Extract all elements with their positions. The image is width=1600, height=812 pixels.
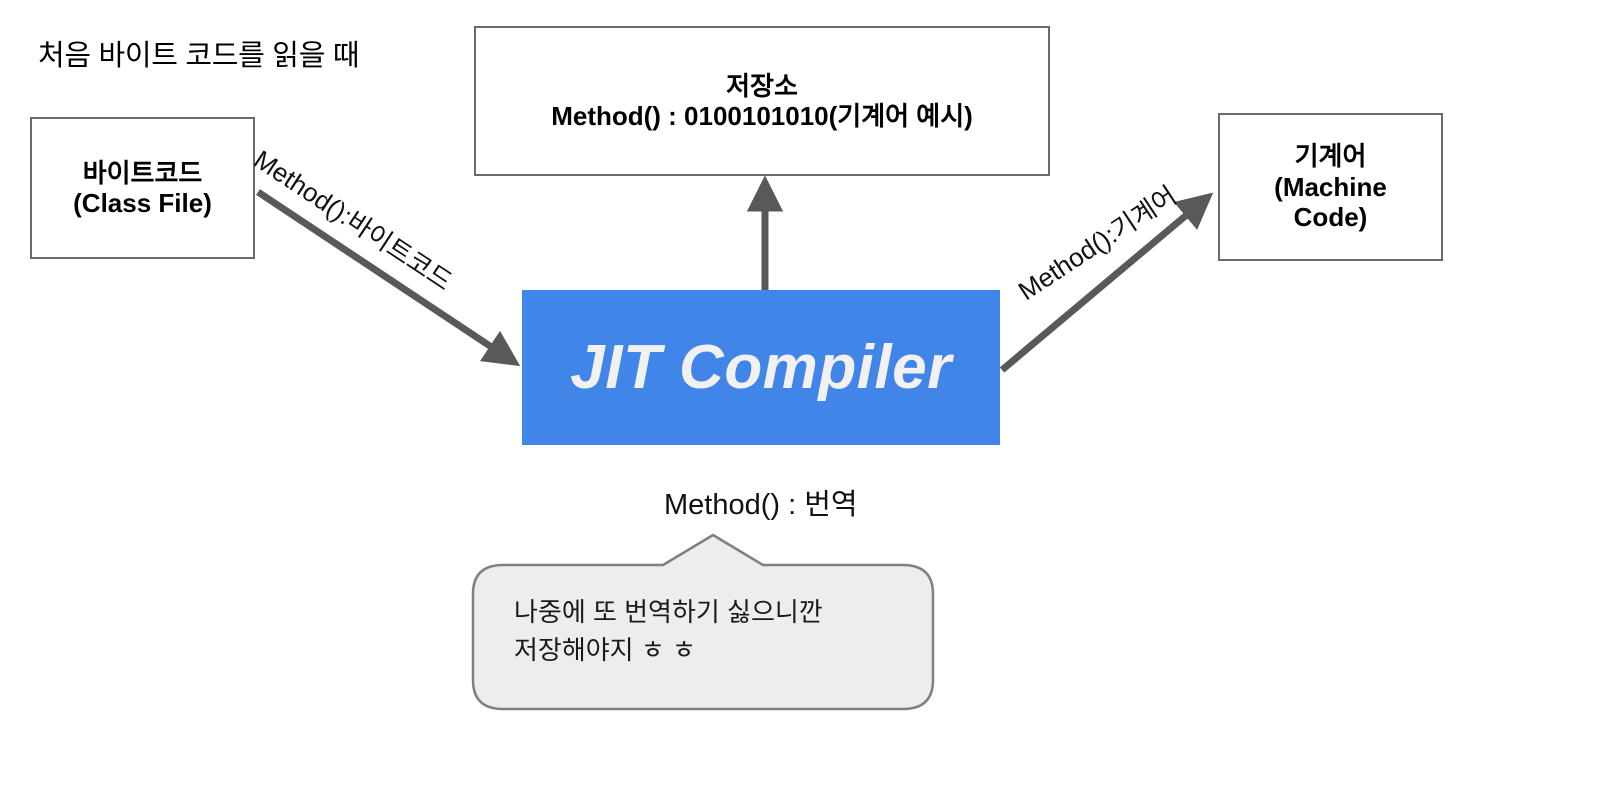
node-bytecode[interactable]: 바이트코드 (Class File) <box>30 117 255 259</box>
callout-text: 나중에 또 번역하기 싫으니깐 저장해야지 ㅎ ㅎ <box>514 597 823 665</box>
node-machine-code-line1: 기계어 <box>1294 141 1367 172</box>
edge-label-jit-to-machine-code: Method():기계어 <box>1012 180 1182 307</box>
edge-label-bytecode-to-jit: Method():바이트코드 <box>248 144 458 297</box>
node-machine-code-line2: (Machine <box>1274 171 1387 202</box>
node-jit-compiler-label: JIT Compiler <box>570 332 952 402</box>
node-bytecode-line1: 바이트코드 <box>82 157 203 188</box>
node-storage[interactable]: 저장소 Method() : 0100101010(기계어 예시) <box>474 26 1050 176</box>
callout-shape <box>471 533 935 711</box>
node-storage-line1: 저장소 <box>726 70 798 101</box>
node-machine-code-line3: Code) <box>1293 202 1368 233</box>
node-bytecode-line2: (Class File) <box>73 188 212 218</box>
node-jit-compiler[interactable]: JIT Compiler <box>522 290 1000 445</box>
node-machine-code[interactable]: 기계어 (Machine Code) <box>1218 113 1443 261</box>
node-storage-line2: Method() : 0100101010(기계어 예시) <box>551 101 973 131</box>
callout-balloon[interactable]: 나중에 또 번역하기 싫으니깐 저장해야지 ㅎ ㅎ <box>470 532 936 712</box>
page-title: 처음 바이트 코드를 읽을 때 <box>38 40 360 72</box>
edge-label-translate-note: Method() : 번역 <box>664 489 858 521</box>
